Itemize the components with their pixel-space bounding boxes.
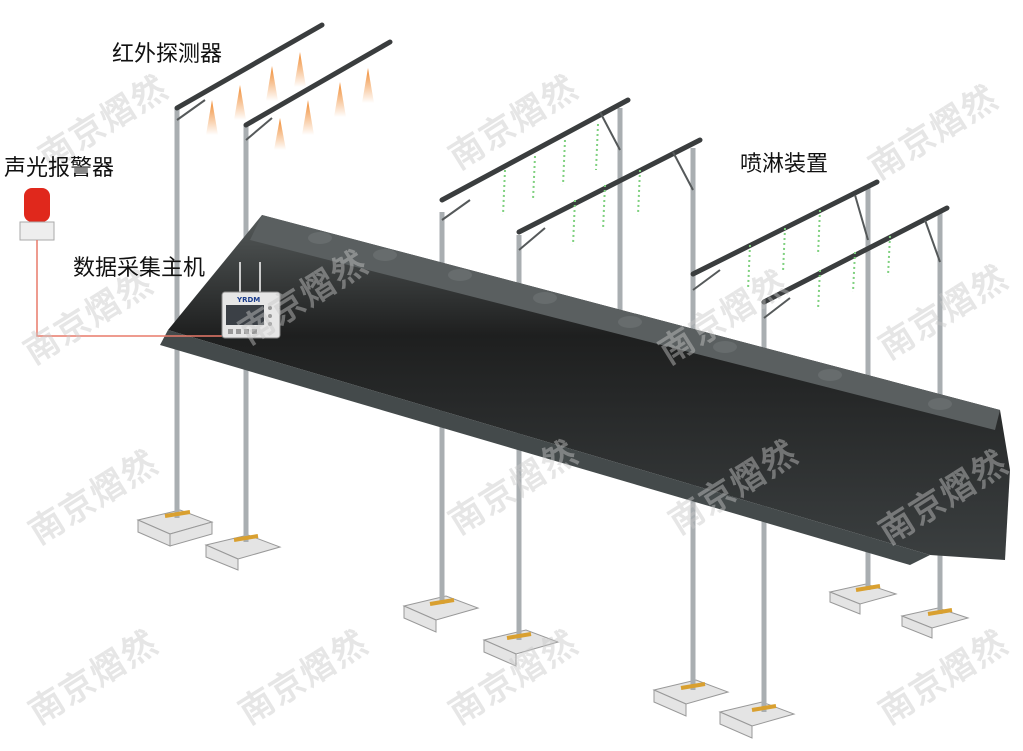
infrared-beams [206, 52, 374, 150]
overhead-rails [174, 22, 950, 305]
conveyor-belt [160, 215, 1010, 565]
spray-nozzles [502, 123, 891, 311]
label-alarm: 声光报警器 [4, 156, 115, 181]
label-sprinkler: 喷淋装置 [740, 152, 829, 177]
signal-wire [36, 240, 222, 337]
device-brand: YRDM [237, 296, 261, 304]
label-data-host: 数据采集主机 [73, 256, 206, 281]
data-host-device [221, 262, 281, 339]
label-infrared-detector: 红外探测器 [112, 42, 223, 67]
alarm-device [19, 188, 55, 241]
